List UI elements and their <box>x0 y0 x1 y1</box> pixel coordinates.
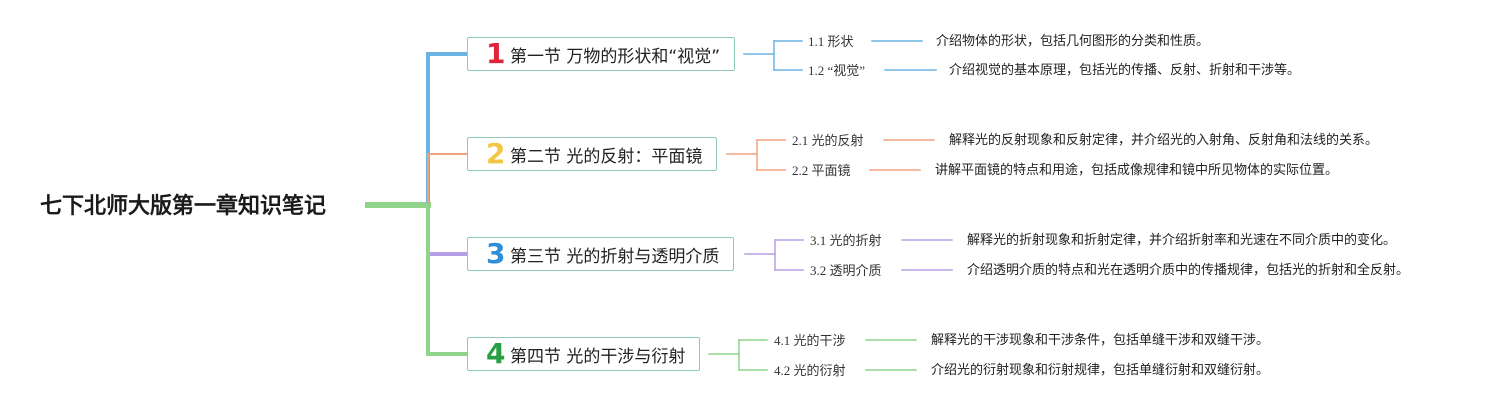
section-4-node[interactable]: 4 第四节 光的干涉与衍射 <box>467 337 701 371</box>
subtopic-desc-2-2: 讲解平面镜的特点和用途，包括成像规律和镜中所见物体的实际位置。 <box>935 163 1339 178</box>
subtopic-3-1[interactable]: 3.1 光的折射 <box>810 233 882 248</box>
section-number: 4 <box>486 337 506 370</box>
section-title: 第三节 光的折射与透明介质 <box>510 246 720 267</box>
subtopic-2-2[interactable]: 2.2 平面镜 <box>792 163 851 178</box>
subtopic-4-1[interactable]: 4.1 光的干涉 <box>774 333 846 348</box>
section-branch-line <box>426 203 469 256</box>
subtopic-desc-4-2: 介绍光的衍射现象和衍射规律，包括单缝衍射和双缝衍射。 <box>931 363 1270 378</box>
section-number: 1 <box>486 37 506 70</box>
section-number: 2 <box>486 137 506 170</box>
section-branch-line <box>427 153 468 206</box>
section-branch-line <box>426 52 469 207</box>
section-title: 第二节 光的反射：平面镜 <box>510 146 703 167</box>
subtopic-desc-4-1: 解释光的干涉现象和干涉条件，包括单缝干涉和双缝干涉。 <box>931 333 1270 348</box>
section-title: 第一节 万物的形状和“视觉” <box>510 46 721 67</box>
subtopic-3-2[interactable]: 3.2 透明介质 <box>810 263 882 278</box>
subtopic-desc-1-2: 介绍视觉的基本原理，包括光的传播、反射、折射和干涉等。 <box>949 63 1301 78</box>
subtopic-2-1[interactable]: 2.1 光的反射 <box>792 133 864 148</box>
subtopic-desc-3-1: 解释光的折射现象和折射定律，并介绍折射率和光速在不同介质中的变化。 <box>967 233 1397 248</box>
subtopic-1-1[interactable]: 1.1 形状 <box>808 34 854 49</box>
section-title: 第四节 光的干涉与衍射 <box>510 346 686 367</box>
subtopic-1-2[interactable]: 1.2 “视觉” <box>808 63 866 78</box>
section-1-node[interactable]: 1 第一节 万物的形状和“视觉” <box>467 37 736 71</box>
subtopic-desc-1-1: 介绍物体的形状，包括几何图形的分类和性质。 <box>936 34 1210 49</box>
subtopic-desc-2-1: 解释光的反射现象和反射定律，并介绍光的入射角、反射角和法线的关系。 <box>949 133 1379 148</box>
subtopic-4-2[interactable]: 4.2 光的衍射 <box>774 363 846 378</box>
root-topic: 七下北师大版第一章知识笔记 <box>40 194 327 219</box>
subtopic-desc-3-2: 介绍透明介质的特点和光在透明介质中的传播规律，包括光的折射和全反射。 <box>967 263 1410 278</box>
section-branch-line <box>426 203 469 356</box>
section-number: 3 <box>486 237 506 270</box>
section-2-node[interactable]: 2 第二节 光的反射：平面镜 <box>467 137 718 171</box>
section-3-node[interactable]: 3 第三节 光的折射与透明介质 <box>467 237 735 271</box>
